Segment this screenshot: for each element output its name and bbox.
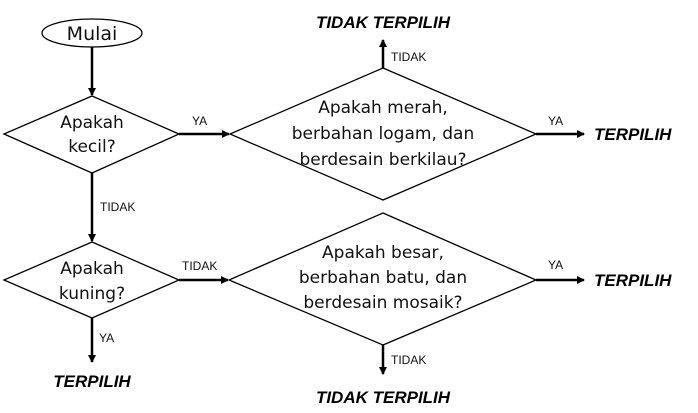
d3-yes-label: YA bbox=[548, 114, 563, 128]
d1-line2: kecil? bbox=[68, 137, 116, 157]
decision-red-metal bbox=[228, 67, 538, 201]
terminal-d4-no: TIDAK TERPILIH bbox=[316, 388, 451, 407]
d4-line3: berdesain mosaik? bbox=[303, 293, 462, 313]
terminal-d3-no: TIDAK TERPILIH bbox=[316, 13, 451, 32]
terminal-d4-yes: TERPILIH bbox=[594, 271, 672, 290]
decision-small bbox=[2, 95, 181, 174]
d3-line1: Apakah merah, bbox=[318, 98, 448, 118]
d3-line3: berdesain berkilau? bbox=[299, 150, 466, 170]
d4-yes-label: YA bbox=[548, 258, 563, 272]
terminal-d2-yes: TERPILIH bbox=[53, 372, 131, 391]
d4-no-label: TIDAK bbox=[391, 353, 426, 367]
d1-no-label: TIDAK bbox=[100, 200, 135, 214]
d2-line2: kuning? bbox=[59, 284, 125, 304]
decision-yellow bbox=[2, 241, 181, 319]
d4-line1: Apakah besar, bbox=[322, 243, 444, 263]
d3-line2: berbahan logam, dan bbox=[292, 124, 475, 144]
d2-no-label: TIDAK bbox=[182, 259, 217, 273]
d2-yes-label: YA bbox=[99, 331, 114, 345]
d1-yes-label: YA bbox=[192, 114, 207, 128]
d2-line1: Apakah bbox=[60, 259, 124, 279]
d4-line2: berbahan batu, dan bbox=[299, 268, 467, 288]
d1-line1: Apakah bbox=[60, 113, 124, 133]
d3-no-label: TIDAK bbox=[391, 50, 426, 64]
terminal-d3-yes: TERPILIH bbox=[594, 125, 672, 144]
start-label: Mulai bbox=[67, 23, 118, 45]
